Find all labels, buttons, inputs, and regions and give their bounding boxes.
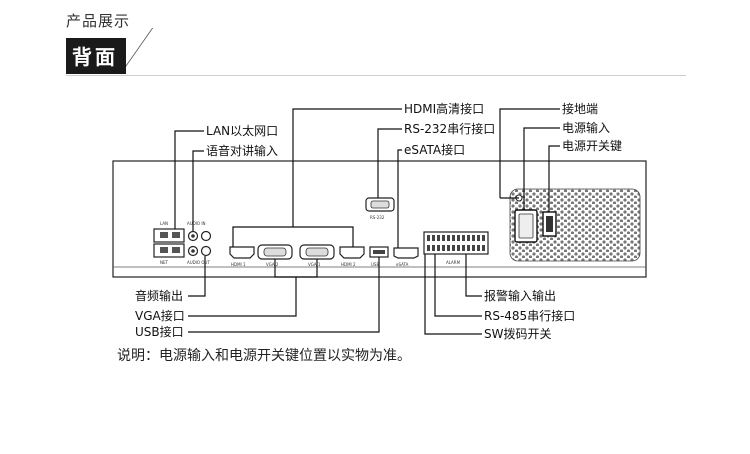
- label-audio-in: 语音对讲输入: [206, 143, 278, 158]
- lan-port-top-pins: [160, 232, 168, 238]
- audio-in-jack-center: [191, 234, 195, 238]
- callout-lines: [174, 108, 560, 335]
- esata-mark: eSATA: [396, 262, 409, 267]
- label-esata: eSATA接口: [404, 142, 465, 157]
- label-sw: SW拨码开关: [484, 327, 551, 341]
- esata-port: [393, 247, 419, 259]
- vga2-mark: VGA 2: [266, 262, 279, 267]
- lan-port-bottom-pins: [160, 247, 168, 253]
- label-usb: USB接口: [135, 324, 184, 339]
- vent-grille: [509, 188, 641, 262]
- vga-port-2-inner: [263, 247, 287, 257]
- hdmi2-mark: HDMI 2: [341, 262, 356, 267]
- hdmi1-mark: HDMI 1: [231, 262, 246, 267]
- label-ground: 接地端: [562, 101, 598, 116]
- rs232-port-inner: [370, 200, 390, 209]
- power-socket-inner: [518, 213, 534, 239]
- lan-port-top-pins-2: [172, 232, 180, 238]
- alarm-block-mark: ALARM: [446, 260, 461, 265]
- audio-jack-3: [200, 245, 212, 257]
- header-divider: [66, 75, 686, 76]
- label-audio-out: 音频输出: [135, 288, 183, 303]
- audio-out-port-mark: AUDIO OUT: [187, 260, 210, 265]
- section-subtitle: 产品展示: [66, 12, 131, 30]
- lan-port-bottom-pins-2: [172, 247, 180, 253]
- label-rs232: RS-232串行接口: [404, 121, 495, 136]
- label-alarm-io: 报警输入输出: [484, 288, 556, 303]
- label-rs485: RS-485串行接口: [484, 308, 575, 323]
- label-lan: LAN以太网口: [206, 123, 278, 138]
- label-vga: VGA接口: [135, 308, 185, 323]
- section-title: 背面: [66, 38, 126, 74]
- vga1-mark: VGA 1: [308, 262, 321, 267]
- label-hdmi: HDMI高清接口: [404, 101, 484, 116]
- audio-jack-2: [200, 230, 212, 242]
- audio-port-mark: AUDIO IN: [187, 221, 206, 226]
- usb-port-tongue: [373, 250, 385, 254]
- power-switch-rocker: [546, 216, 553, 232]
- rs232-mark: RS-232: [370, 215, 385, 220]
- label-power-switch: 电源开关键: [562, 139, 622, 153]
- hdmi-port-2: [339, 246, 365, 259]
- lan-port-mark-bottom: NET: [160, 260, 169, 265]
- vga-port-1-inner: [305, 247, 329, 257]
- audio-out-jack-center: [191, 249, 195, 253]
- alarm-terminal-pins: [427, 235, 485, 251]
- label-power-in: 电源输入: [562, 120, 610, 135]
- usb-mark: USB: [371, 262, 379, 267]
- hdmi-port-1: [229, 246, 255, 259]
- lan-port-mark: LAN: [160, 221, 168, 226]
- footnote: 说明：电源输入和电源开关键位置以实物为准。: [117, 348, 411, 364]
